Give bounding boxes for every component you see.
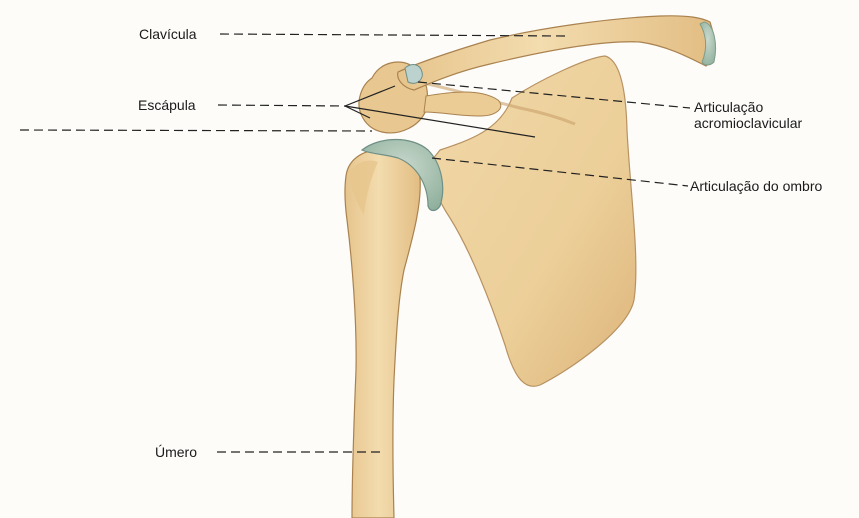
label-acromioclavicular-line2: acromioclavicular — [694, 115, 802, 131]
acromioclavicular-ligament — [405, 65, 422, 84]
humerus-shape — [345, 150, 420, 518]
coracoid-process — [424, 92, 501, 116]
leader-escapula — [218, 105, 345, 106]
label-acromioclavicular-line1: Articulação — [694, 99, 802, 115]
label-escapula: Escápula — [138, 97, 196, 113]
leader-left-dashed — [20, 130, 372, 131]
label-articulacao-ombro: Articulação do ombro — [690, 178, 822, 194]
label-clavicula: Clavícula — [139, 26, 197, 42]
label-umero: Úmero — [155, 444, 197, 460]
label-acromioclavicular: Articulação acromioclavicular — [694, 99, 802, 131]
